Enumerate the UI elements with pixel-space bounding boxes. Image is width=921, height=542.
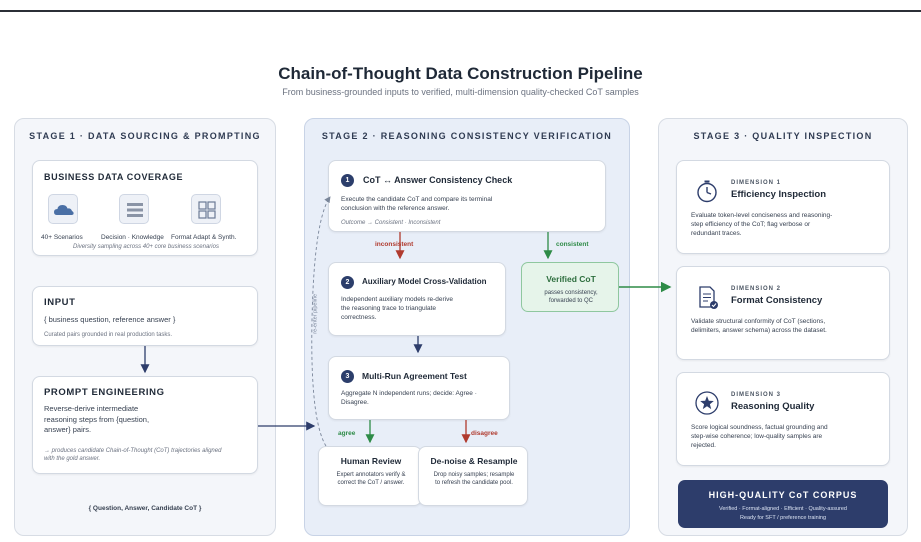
- coverage-note: Diversity sampling across 40+ core busin…: [73, 244, 219, 250]
- corpus-line2: Ready for SFT / preference training: [739, 515, 827, 521]
- dimension2-card: DIMENSION 2 Format Consistency Validate …: [676, 266, 890, 360]
- disagree-label: disagree: [471, 430, 498, 437]
- step1-title: CoT ↔ Answer Consistency Check: [363, 175, 513, 185]
- denoise-card: De-noise & Resample Drop noisy samples; …: [418, 446, 528, 506]
- step1-card: 1 CoT ↔ Answer Consistency Check Execute…: [328, 160, 606, 232]
- coverage-title: BUSINESS DATA COVERAGE: [44, 172, 184, 182]
- inconsistent-label: inconsistent: [375, 241, 414, 248]
- input-card: INPUT { business question, reference ans…: [32, 286, 258, 346]
- step2-number: 2: [341, 276, 354, 289]
- stopwatch-icon: [694, 178, 720, 204]
- dimension1-body: Evaluate token-level conciseness and rea…: [691, 212, 833, 238]
- corpus-banner: HIGH-QUALITY CoT CORPUS Verified · Forma…: [678, 480, 888, 528]
- human-review-card: Human Review Expert annotators verify & …: [318, 446, 422, 506]
- dimension3-body: Score logical soundness, factual groundi…: [691, 424, 828, 450]
- page-title: Chain-of-Thought Data Construction Pipel…: [278, 64, 643, 83]
- input-body: { business question, reference answer }: [44, 315, 176, 324]
- agree-label: agree: [338, 430, 356, 437]
- denoise-body: Drop noisy samples; resample to refresh …: [433, 472, 515, 487]
- dimension3-title: Reasoning Quality: [731, 401, 815, 412]
- top-rule: [0, 10, 921, 12]
- dimension2-body: Validate structural conformity of CoT (s…: [691, 318, 827, 335]
- corpus-line1: Verified · Format-aligned · Efficient · …: [719, 506, 847, 512]
- human-review-title: Human Review: [340, 456, 402, 466]
- step2-card: 2 Auxiliary Model Cross-Validation Indep…: [328, 262, 506, 336]
- star-icon: [694, 390, 720, 416]
- input-title: INPUT: [44, 297, 76, 308]
- denoise-title: De-noise & Resample: [430, 456, 518, 466]
- step3-body: Aggregate N independent runs; decide: Ag…: [341, 390, 477, 407]
- coverage-label-1: 40+ Scenarios: [41, 234, 83, 241]
- prompt-card: PROMPT ENGINEERING Reverse-derive interm…: [32, 376, 258, 474]
- document-check-icon: [694, 284, 720, 310]
- dimension1-title: Efficiency Inspection: [731, 189, 827, 200]
- coverage-card: BUSINESS DATA COVERAGE 40+ Scenarios Dec…: [32, 160, 258, 256]
- stage2-title: STAGE 2 · REASONING CONSISTENCY VERIFICA…: [321, 131, 613, 141]
- human-review-body: Expert annotators verify & correct the C…: [336, 472, 406, 487]
- step2-title: Auxiliary Model Cross-Validation: [362, 277, 487, 286]
- arrow-re-enter: [311, 196, 331, 447]
- step3-number: 3: [341, 370, 354, 383]
- dimension2-tag: DIMENSION 2: [731, 286, 782, 292]
- step1-note: Outcome → Consistent · Inconsistent: [341, 220, 441, 226]
- dimension2-title: Format Consistency: [731, 295, 823, 306]
- list-icon: [119, 194, 149, 224]
- corpus-title: HIGH-QUALITY CoT CORPUS: [708, 490, 858, 500]
- coverage-label-3: Format Adapt & Synth.: [171, 234, 237, 241]
- grid-icon: [191, 194, 221, 224]
- cloud-icon: [48, 194, 78, 224]
- prompt-title: PROMPT ENGINEERING: [44, 387, 165, 398]
- dimension1-tag: DIMENSION 1: [731, 180, 782, 186]
- verified-body: passes consistency, forwarded to QC: [544, 290, 598, 305]
- consistent-label: consistent: [556, 241, 589, 248]
- prompt-note: → produces candidate Chain-of-Thought (C…: [44, 448, 222, 463]
- step1-number: 1: [341, 174, 354, 187]
- input-note: Curated pairs grounded in real productio…: [44, 332, 173, 338]
- page-subtitle: From business-grounded inputs to verifie…: [282, 87, 639, 97]
- step3-title: Multi-Run Agreement Test: [362, 371, 467, 381]
- dimension3-tag: DIMENSION 3: [731, 392, 782, 398]
- stage1-output-label: { Question, Answer, Candidate CoT }: [88, 505, 202, 512]
- step3-card: 3 Multi-Run Agreement Test Aggregate N i…: [328, 356, 510, 420]
- stage1-title: STAGE 1 · DATA SOURCING & PROMPTING: [29, 131, 261, 141]
- verified-cot-box: Verified CoT passes consistency, forward…: [521, 262, 619, 312]
- stage3-title: STAGE 3 · QUALITY INSPECTION: [693, 131, 873, 141]
- step1-body: Execute the candidate CoT and compare it…: [341, 196, 493, 213]
- dimension1-card: DIMENSION 1 Efficiency Inspection Evalua…: [676, 160, 890, 254]
- coverage-label-2: Decision · Knowledge: [101, 234, 164, 241]
- step2-body: Independent auxiliary models re-derive t…: [341, 296, 454, 322]
- dimension3-card: DIMENSION 3 Reasoning Quality Score logi…: [676, 372, 890, 466]
- verified-title: Verified CoT: [546, 274, 596, 284]
- prompt-body: Reverse-derive intermediate reasoning st…: [44, 404, 150, 434]
